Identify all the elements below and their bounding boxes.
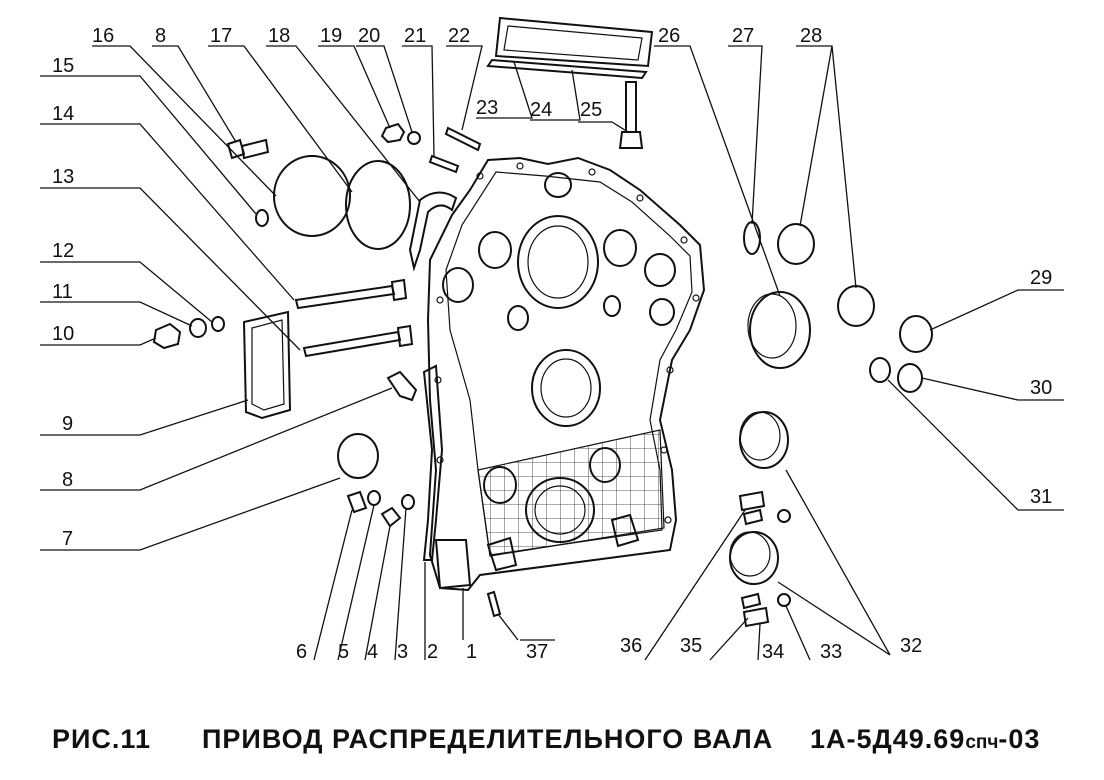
drawing-code-suffix: -03 [998, 724, 1041, 754]
callout-7: 7 [62, 528, 73, 550]
plug-6 [346, 490, 368, 514]
callout-27: 27 [732, 25, 754, 47]
nut-19 [380, 122, 406, 144]
callout-8-upper: 8 [155, 25, 166, 47]
stud-22 [444, 126, 482, 152]
washer-5 [367, 490, 381, 506]
leader-lines [40, 45, 1064, 661]
callout-10: 10 [52, 323, 74, 345]
bolt-25 [618, 81, 644, 149]
callout-21: 21 [404, 25, 426, 47]
upper-gasket [408, 191, 458, 272]
drawing-code-small: спч [965, 732, 999, 753]
callout-11: 11 [52, 281, 73, 303]
callout-17: 17 [210, 25, 232, 47]
bolt-4 [380, 506, 402, 528]
o-ring-17 [345, 160, 411, 250]
callout-12: 12 [52, 240, 74, 262]
timing-case-housing [426, 156, 706, 592]
ring-31 [869, 357, 891, 383]
retaining-ring-7 [337, 433, 379, 479]
washer-3 [401, 494, 415, 510]
figure-caption: РИС.11 ПРИВОД РАСПРЕДЕЛИТЕЛЬНОГО ВАЛА 1А… [0, 700, 1104, 780]
stud-21 [428, 154, 460, 174]
bushing-28a [777, 223, 815, 265]
callout-34: 34 [762, 641, 784, 663]
callout-18: 18 [268, 25, 290, 47]
bushing-28b [837, 285, 875, 327]
figure-title: ПРИВОД РАСПРЕДЕЛИТЕЛЬНОГО ВАЛА [202, 724, 774, 754]
housing-gasket [422, 364, 444, 561]
lock-plate-36 [738, 490, 766, 512]
callout-labels: 1 2 3 4 5 6 7 8 9 10 11 12 13 14 15 16 8… [52, 25, 1052, 663]
callout-5: 5 [338, 641, 349, 663]
ring-27 [743, 221, 761, 255]
callout-26: 26 [658, 25, 680, 47]
callout-37: 37 [526, 641, 548, 663]
callout-3: 3 [397, 641, 408, 663]
callout-1: 1 [466, 641, 477, 663]
callout-22: 22 [448, 25, 470, 47]
callout-14: 14 [52, 103, 74, 125]
washer-15 [255, 209, 269, 227]
retaining-ring-16 [273, 155, 351, 237]
pin-37 [486, 590, 502, 618]
callout-33: 33 [820, 641, 842, 663]
callout-23: 23 [476, 97, 498, 119]
bushing-29 [899, 315, 933, 353]
callout-24: 24 [530, 99, 552, 121]
screw-33a [777, 509, 791, 523]
callout-2: 2 [427, 641, 438, 663]
figure-number: РИС.11 [52, 724, 151, 754]
cover-gasket-9 [242, 310, 292, 420]
nut-10 [152, 322, 182, 350]
callout-9: 9 [62, 413, 73, 435]
bushing-30 [897, 363, 923, 393]
callout-4: 4 [367, 641, 378, 663]
callout-30: 30 [1030, 377, 1052, 399]
screw-33b [777, 593, 791, 607]
bushing-32a [739, 411, 789, 469]
callout-25: 25 [580, 99, 602, 121]
callout-28: 28 [800, 25, 822, 47]
washer-11 [189, 318, 207, 338]
tie-rod-14 [294, 278, 408, 310]
bushing-32b [729, 531, 779, 585]
drawing-code-main: 1А-5Д49.69 [810, 724, 966, 754]
bushing-26 [747, 291, 811, 369]
lock-washer-35 [742, 508, 764, 526]
lock-plate-34 [742, 606, 770, 628]
callout-32: 32 [900, 635, 922, 657]
exploded-view-drawing: 1 2 3 4 5 6 7 8 9 10 11 12 13 14 15 16 8… [40, 16, 1064, 663]
bolt-8-top [226, 138, 270, 160]
washer-20 [407, 131, 421, 145]
tie-rod-13 [302, 324, 414, 358]
washer-12 [211, 316, 225, 332]
bolt-8-middle [386, 370, 418, 402]
callout-8-lower: 8 [62, 469, 73, 491]
callout-35: 35 [680, 635, 702, 657]
callout-16: 16 [92, 25, 114, 47]
callout-31: 31 [1030, 486, 1052, 508]
callout-29: 29 [1030, 267, 1052, 289]
callout-20: 20 [358, 25, 380, 47]
lock-washer-35b [740, 592, 762, 610]
callout-13: 13 [52, 166, 74, 188]
callout-15: 15 [52, 55, 74, 77]
top-cover-plate [486, 16, 654, 80]
callout-6: 6 [296, 641, 307, 663]
callout-36: 36 [620, 635, 642, 657]
drawing-code: 1А-5Д49.69спч-03 [810, 724, 1040, 755]
callout-19: 19 [320, 25, 342, 47]
